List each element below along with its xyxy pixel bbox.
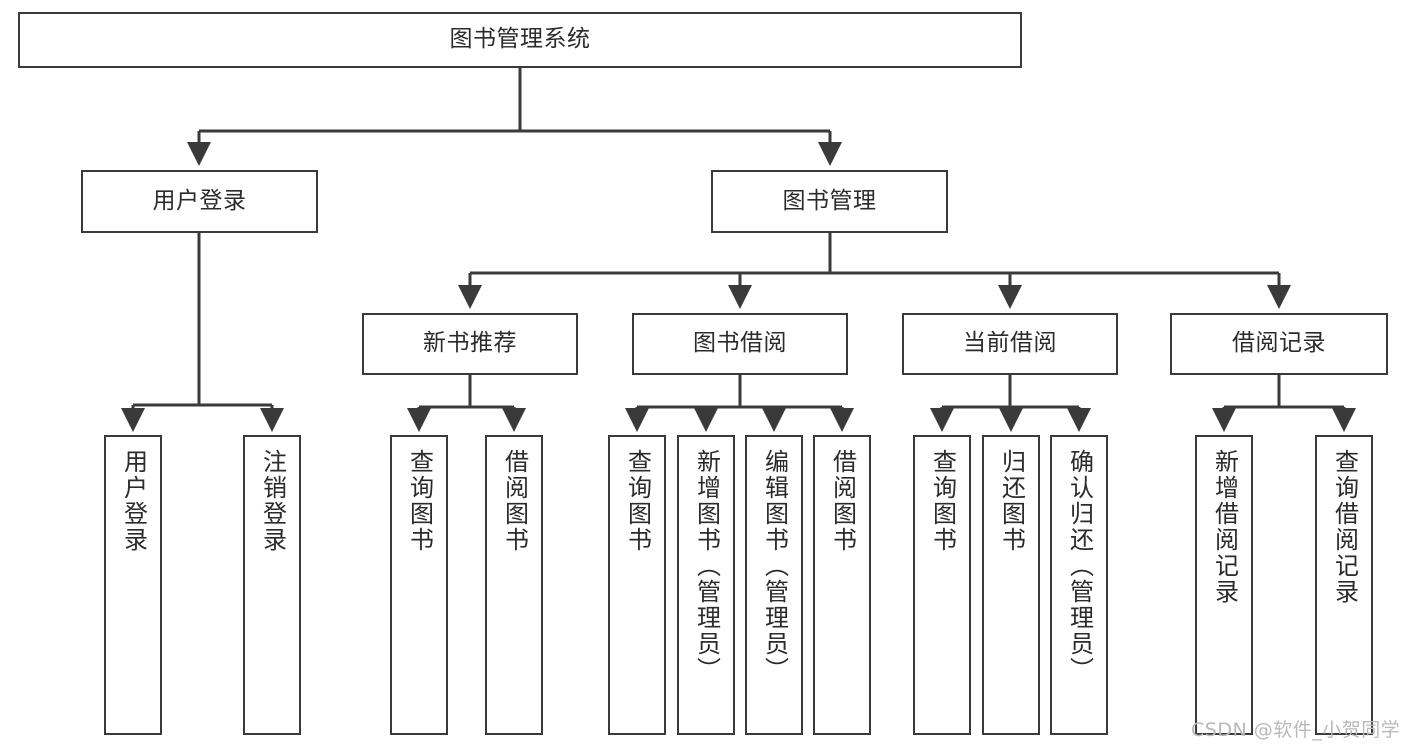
leaf-new-book-query[interactable]: 查询图书 <box>390 435 448 735</box>
leaf-borrow-borrow-book[interactable]: 借阅图书 <box>813 435 871 735</box>
watermark: CSDN @软件_小贺同学 <box>1191 719 1401 741</box>
leaf-label: 借阅图书 <box>500 449 529 553</box>
node-book-management-label: 图书管理 <box>782 187 877 214</box>
leaf-record-add[interactable]: 新增借阅记录 <box>1195 435 1253 735</box>
leaf-user-login-logout[interactable]: 注销登录 <box>243 435 301 735</box>
leaf-borrow-query-book[interactable]: 查询图书 <box>608 435 666 735</box>
leaf-user-login-login[interactable]: 用户登录 <box>104 435 162 735</box>
leaf-label: 编辑图书（管理员） <box>760 449 789 683</box>
leaf-label: 查询图书 <box>928 449 957 553</box>
leaf-new-book-borrow[interactable]: 借阅图书 <box>485 435 543 735</box>
leaf-label: 借阅图书 <box>828 449 857 553</box>
leaf-current-confirm-return[interactable]: 确认归还（管理员） <box>1050 435 1108 735</box>
node-new-book-recommend[interactable]: 新书推荐 <box>362 313 578 375</box>
leaf-label: 查询图书 <box>405 449 434 553</box>
node-user-login[interactable]: 用户登录 <box>81 170 318 233</box>
leaf-current-return-book[interactable]: 归还图书 <box>982 435 1040 735</box>
leaf-borrow-edit-book[interactable]: 编辑图书（管理员） <box>745 435 803 735</box>
node-new-book-recommend-label: 新书推荐 <box>423 330 517 357</box>
node-root-label: 图书管理系统 <box>449 26 591 53</box>
leaf-label: 新增借阅记录 <box>1210 449 1239 605</box>
node-root[interactable]: 图书管理系统 <box>18 12 1022 68</box>
leaf-label: 注销登录 <box>258 449 287 553</box>
node-current-borrow[interactable]: 当前借阅 <box>902 313 1118 375</box>
node-book-borrow-label: 图书借阅 <box>693 330 787 357</box>
leaf-label: 查询借阅记录 <box>1330 449 1359 605</box>
leaf-label: 确认归还（管理员） <box>1065 449 1094 683</box>
node-current-borrow-label: 当前借阅 <box>963 330 1057 357</box>
node-book-borrow[interactable]: 图书借阅 <box>632 313 848 375</box>
leaf-label: 查询图书 <box>623 449 652 553</box>
leaf-label: 用户登录 <box>119 449 148 553</box>
leaf-current-query-book[interactable]: 查询图书 <box>913 435 971 735</box>
node-borrow-record[interactable]: 借阅记录 <box>1170 313 1388 375</box>
node-borrow-record-label: 借阅记录 <box>1232 330 1326 357</box>
leaf-record-query[interactable]: 查询借阅记录 <box>1315 435 1373 735</box>
node-user-login-label: 用户登录 <box>152 187 247 214</box>
leaf-borrow-add-book[interactable]: 新增图书（管理员） <box>677 435 735 735</box>
leaf-label: 归还图书 <box>997 449 1026 553</box>
node-book-management[interactable]: 图书管理 <box>711 170 948 233</box>
leaf-label: 新增图书（管理员） <box>692 449 721 683</box>
